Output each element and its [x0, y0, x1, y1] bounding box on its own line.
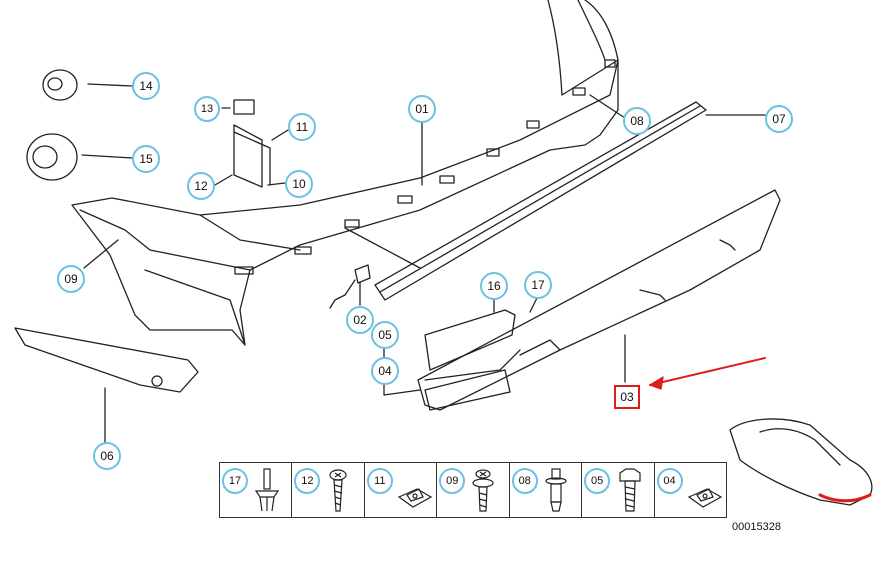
strip-cell-08[interactable]: 08 — [510, 463, 583, 517]
clip-nut-icon — [687, 488, 722, 508]
strip-cell-04[interactable]: 04 — [655, 463, 726, 517]
callout-09[interactable]: 09 — [57, 265, 85, 293]
leader-11 — [271, 129, 289, 141]
bracket-04 — [424, 369, 511, 411]
grommet-15-hole — [32, 145, 58, 169]
callout-02[interactable]: 02 — [346, 306, 374, 334]
side-trim-hole — [151, 375, 163, 387]
leader-12 — [214, 174, 233, 186]
highlight-arrow-head — [649, 376, 664, 390]
fastener-strip: 17 12 11 09 08 05 04 — [219, 462, 727, 518]
car-thumbnail-highlight — [818, 493, 872, 503]
bumper-slot — [572, 87, 586, 96]
bumper-slot — [526, 120, 540, 129]
bolt-icon — [545, 468, 567, 512]
leader-15 — [81, 154, 133, 159]
bumper-slot — [486, 148, 500, 157]
rivet-icon — [254, 468, 280, 512]
callout-04[interactable]: 04 — [371, 357, 399, 385]
car-thumbnail — [729, 418, 873, 506]
leader-14 — [87, 83, 133, 87]
strip-callout-08[interactable]: 08 — [511, 468, 538, 494]
leader-17 — [529, 297, 538, 313]
spoiler-tab — [719, 239, 736, 251]
clip-nut-icon — [397, 488, 433, 508]
callout-05[interactable]: 05 — [371, 321, 399, 349]
bumper-cover — [71, 59, 619, 346]
callout-16[interactable]: 16 — [480, 272, 508, 300]
leader-04 — [383, 383, 421, 396]
callout-07[interactable]: 07 — [765, 105, 793, 133]
bumper-slot — [234, 266, 254, 275]
spoiler-tab — [519, 339, 561, 356]
bumper-slot — [397, 195, 413, 204]
callout-11[interactable]: 11 — [288, 113, 316, 141]
trim-strip-line — [379, 105, 701, 293]
grommet-14-hole — [47, 77, 63, 91]
strip-cell-09[interactable]: 09 — [437, 463, 510, 517]
bracket-16 — [424, 309, 516, 371]
bumper-crease-2 — [199, 214, 301, 251]
plate-10-edge — [233, 131, 271, 186]
highlight-arrow — [649, 357, 766, 386]
side-trim — [14, 327, 199, 393]
strip-callout-04[interactable]: 04 — [656, 468, 683, 494]
car-body-line — [547, 0, 619, 96]
bumper-slot — [294, 246, 312, 255]
strip-callout-11[interactable]: 11 — [366, 468, 393, 494]
callout-03-highlighted[interactable]: 03 — [614, 385, 640, 409]
lower-spoiler — [417, 189, 781, 411]
grommet-15 — [26, 133, 78, 181]
sensor-02 — [354, 264, 371, 284]
callout-06[interactable]: 06 — [93, 442, 121, 470]
callout-12[interactable]: 12 — [187, 172, 215, 200]
bumper-lower-line — [144, 269, 246, 346]
callout-08[interactable]: 08 — [623, 107, 651, 135]
leader-08 — [589, 94, 626, 119]
spoiler-detail — [424, 349, 521, 381]
car-thumbnail-roof — [759, 428, 841, 466]
bumper-slot — [439, 175, 455, 184]
strip-callout-05[interactable]: 05 — [584, 468, 611, 494]
car-body-inner-line — [577, 0, 606, 61]
callout-01[interactable]: 01 — [408, 95, 436, 123]
leader-02b — [344, 227, 421, 269]
strip-cell-12[interactable]: 12 — [292, 463, 365, 517]
bumper-slot — [604, 59, 616, 68]
bumper-crease — [79, 209, 251, 271]
trim-strip — [374, 101, 707, 301]
strip-callout-17[interactable]: 17 — [222, 468, 248, 494]
strip-cell-05[interactable]: 05 — [582, 463, 655, 517]
callout-13[interactable]: 13 — [194, 96, 220, 122]
callout-17[interactable]: 17 — [524, 271, 552, 299]
leader-10 — [267, 182, 286, 186]
strip-cell-17[interactable]: 17 — [220, 463, 293, 517]
hex-bolt-icon — [619, 468, 641, 512]
catalog-id: 00015328 — [732, 521, 781, 533]
plate-10 — [233, 124, 263, 188]
sensor-wire — [329, 279, 356, 309]
strip-callout-12[interactable]: 12 — [294, 468, 321, 494]
spoiler-tab — [639, 289, 666, 301]
strip-callout-09[interactable]: 09 — [439, 468, 466, 494]
callout-15[interactable]: 15 — [132, 145, 160, 173]
leader-09 — [83, 239, 119, 269]
strip-cell-11[interactable]: 11 — [365, 463, 438, 517]
bumper-slot — [344, 219, 360, 228]
callout-14[interactable]: 14 — [132, 72, 160, 100]
grommet-14 — [42, 69, 78, 101]
callout-10[interactable]: 10 — [285, 170, 313, 198]
clip-13 — [233, 99, 255, 115]
screw-icon — [329, 469, 348, 512]
screw-washer-icon — [472, 469, 494, 512]
